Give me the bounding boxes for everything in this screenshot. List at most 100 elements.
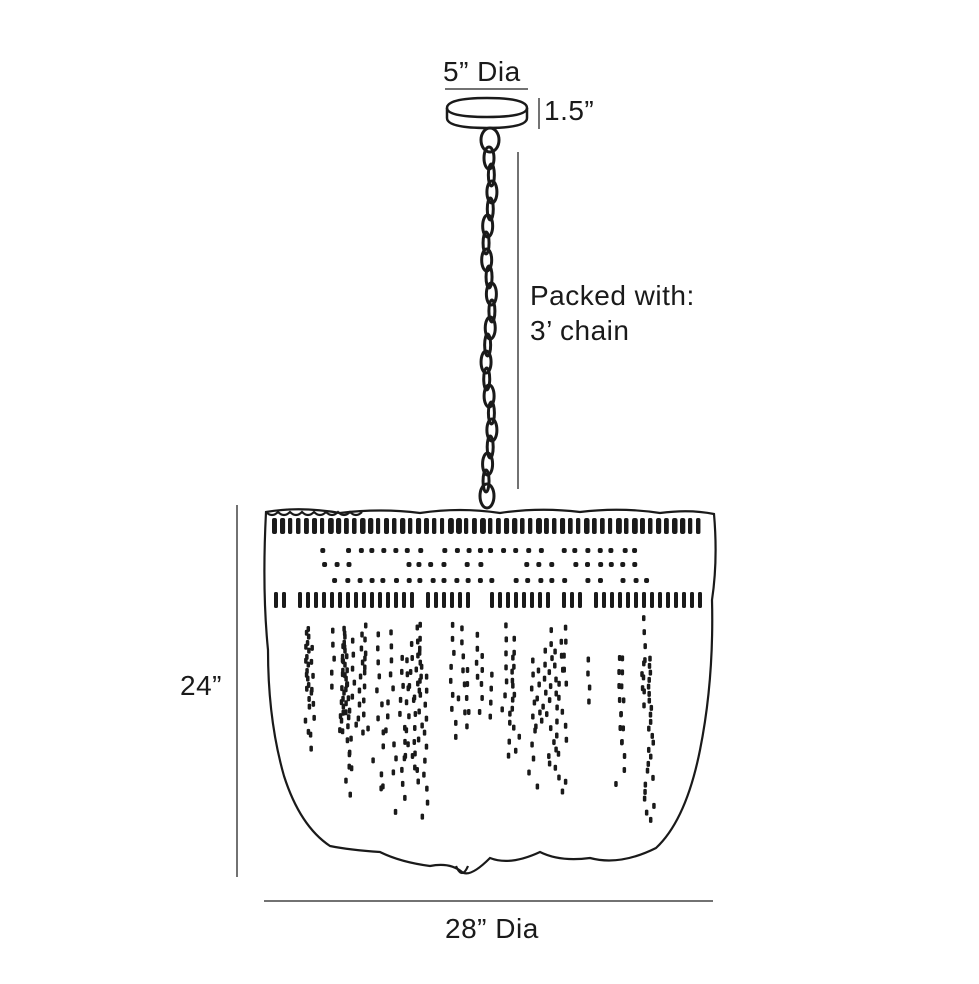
bead [674, 592, 678, 608]
bead [380, 701, 384, 708]
bead [553, 662, 557, 669]
bead [340, 685, 344, 692]
bead [350, 665, 355, 672]
bead [305, 639, 310, 646]
bead [393, 548, 399, 553]
bead [547, 697, 552, 704]
bead [342, 639, 346, 646]
bead [425, 799, 430, 806]
bead [506, 592, 510, 608]
bead [454, 733, 458, 740]
bead [403, 794, 407, 801]
bead [363, 650, 368, 657]
bead [346, 548, 352, 553]
bead [357, 687, 362, 694]
bead [391, 769, 396, 776]
bead [542, 675, 547, 682]
bead [490, 671, 494, 678]
bead [475, 673, 480, 680]
bead [458, 592, 462, 608]
bead [592, 518, 597, 534]
bead [377, 673, 382, 680]
bead [560, 708, 565, 715]
bead [531, 671, 535, 678]
bead [552, 518, 557, 534]
bead [554, 690, 558, 697]
bead [422, 729, 427, 736]
bead [479, 680, 484, 687]
bead [344, 653, 349, 660]
bead [416, 562, 422, 567]
bead [340, 728, 345, 735]
shade-bottom-drip [454, 865, 470, 875]
bead [331, 627, 335, 634]
bead [345, 737, 350, 744]
bead [379, 785, 383, 792]
bead [504, 650, 508, 657]
bead [557, 694, 561, 701]
chain-link [481, 468, 491, 494]
bead [418, 548, 424, 553]
bead [309, 658, 314, 665]
bead [652, 802, 656, 809]
bead [344, 700, 348, 707]
bead [466, 548, 472, 553]
bead [644, 578, 650, 583]
bead [514, 592, 518, 608]
bead [498, 592, 502, 608]
bead [465, 666, 470, 673]
bead [531, 713, 535, 720]
bead [531, 755, 536, 762]
bead [651, 739, 656, 746]
bead [480, 518, 486, 534]
bead [656, 518, 662, 534]
bead [538, 709, 542, 716]
bead [362, 683, 367, 690]
bead [642, 702, 646, 709]
bead [331, 641, 335, 648]
bead [441, 562, 447, 567]
bead [346, 592, 350, 608]
bead [648, 816, 653, 823]
bead [416, 518, 422, 534]
bead [617, 654, 622, 661]
bead [338, 592, 342, 608]
bead [356, 715, 361, 722]
bead [548, 683, 553, 690]
bead [454, 719, 458, 726]
bead [620, 562, 626, 567]
bead [312, 518, 318, 534]
bead [513, 548, 519, 553]
bead [343, 647, 347, 654]
bead [642, 592, 646, 608]
bead [415, 766, 419, 773]
bead [564, 736, 569, 743]
bead [538, 548, 544, 553]
bead [362, 697, 366, 704]
bead [549, 627, 553, 634]
bead [535, 695, 539, 702]
bead [385, 713, 390, 720]
shade-rim-scallop [265, 510, 363, 517]
bead [306, 728, 311, 735]
bead [649, 704, 654, 711]
bead [404, 548, 410, 553]
bead [506, 752, 511, 759]
bead [460, 625, 464, 632]
bead [311, 672, 315, 679]
bead [371, 757, 375, 764]
bead [426, 592, 430, 608]
bead [424, 715, 429, 722]
bead [608, 548, 614, 553]
bead [587, 698, 591, 705]
bead [632, 562, 638, 567]
bead [452, 649, 456, 656]
bead [501, 548, 507, 553]
bead [618, 724, 622, 731]
bead [360, 659, 365, 666]
bead [420, 813, 425, 820]
bead [344, 709, 348, 716]
bead [478, 562, 484, 567]
bead [553, 648, 557, 655]
bead [392, 518, 397, 534]
